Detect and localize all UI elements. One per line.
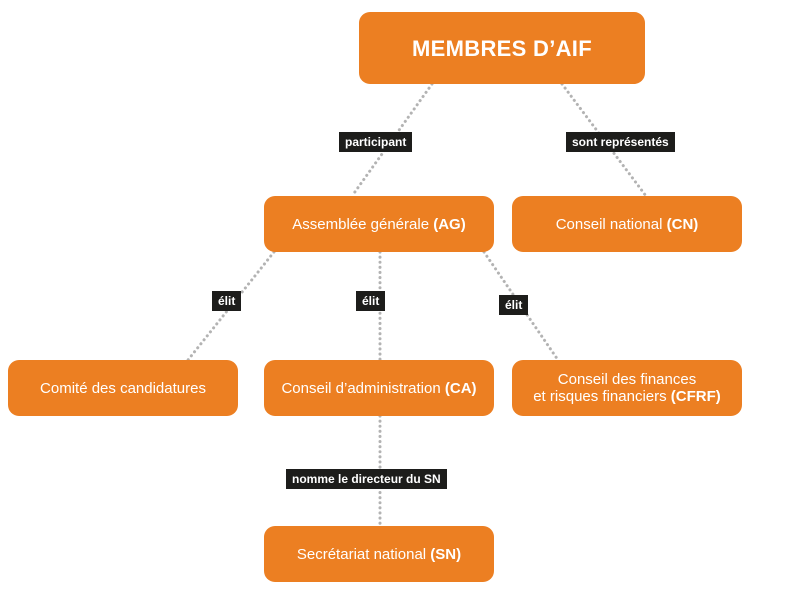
node-cfrf-line2: et risques financiers (533, 388, 667, 405)
node-cn-abbr: (CN) (666, 215, 699, 233)
node-conseil-national: Conseil national (CN) (512, 196, 742, 252)
edge-label-nomme-directeur: nomme le directeur du SN (286, 469, 447, 489)
edge-label-elit-comite: élit (212, 291, 242, 311)
node-conseil-administration: Conseil d’administration (CA) (264, 360, 494, 416)
node-membres-aif: MEMBRES D’AIF (359, 12, 645, 84)
node-comite-label: Comité des candidatures (40, 379, 206, 397)
node-sn-abbr: (SN) (430, 545, 462, 563)
edge-label-elit-ca: élit (356, 291, 386, 311)
edge-label-sont-representes: sont représentés (566, 132, 675, 152)
node-secretariat-national: Secrétariat national (SN) (264, 526, 494, 582)
edge-label-participant: participant (339, 132, 413, 152)
node-ca-label: Conseil d’administration (281, 379, 441, 397)
node-conseil-finances: Conseil des finances et risques financie… (512, 360, 742, 416)
node-cfrf-abbr: (CFRF) (670, 388, 721, 405)
node-ca-abbr: (CA) (444, 379, 477, 397)
node-ag-label: Assemblée générale (292, 215, 430, 233)
node-comite-candidatures: Comité des candidatures (8, 360, 238, 416)
edge-label-elit-cfrf: élit (499, 295, 529, 315)
node-sn-label: Secrétariat national (296, 545, 427, 563)
node-membres-aif-label: MEMBRES D’AIF (412, 35, 592, 61)
node-cfrf-line1: Conseil des finances (557, 371, 697, 388)
node-cn-label: Conseil national (555, 215, 663, 233)
node-ag-abbr: (AG) (433, 215, 466, 233)
node-assemblee-generale: Assemblée générale (AG) (264, 196, 494, 252)
